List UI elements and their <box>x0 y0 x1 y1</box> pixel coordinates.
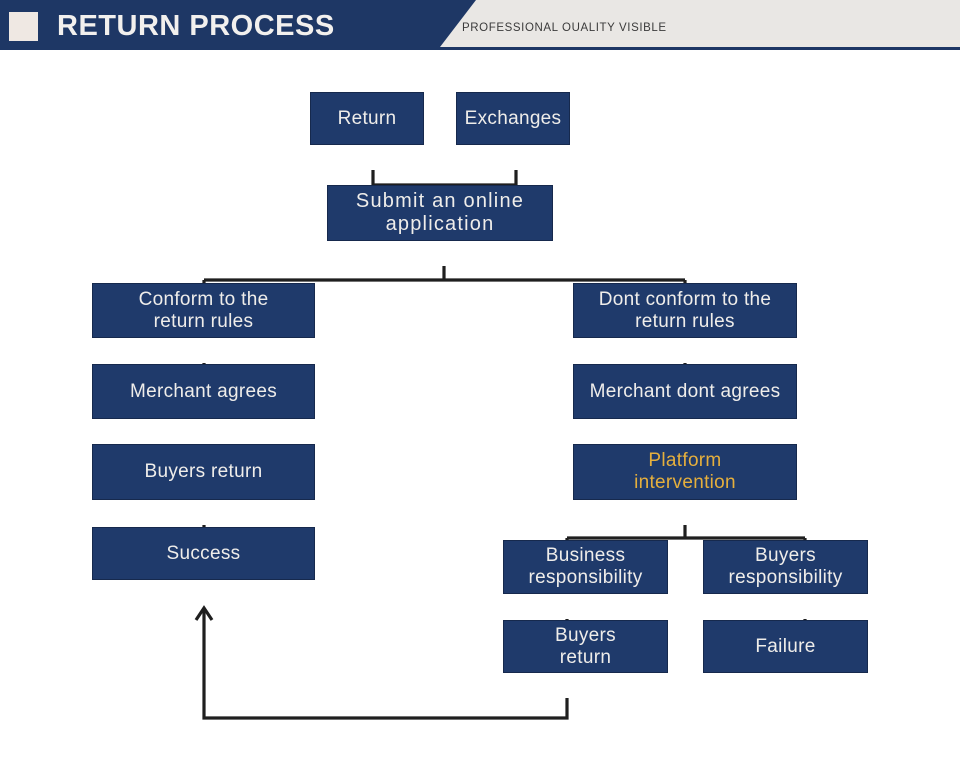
flow-node-label: Buyers return <box>144 461 263 482</box>
flow-node-exchanges: Exchanges <box>456 92 570 145</box>
flow-node-failure: Failure <box>703 620 868 673</box>
flow-node-label: Buyers <box>755 545 816 566</box>
flow-node-label: Success <box>166 542 241 564</box>
flow-node-buyers-return-left: Buyers return <box>92 444 315 500</box>
flow-node-success: Success <box>92 527 315 580</box>
flow-node-label: responsibility <box>728 567 843 588</box>
ribbon-tagline: PROFESSIONAL OUALITY VISIBLE <box>462 22 667 34</box>
flow-node-label: Return <box>337 107 397 129</box>
header-ribbon: PROFESSIONAL OUALITY VISIBLE <box>440 0 960 47</box>
flow-node-label: Submit an online <box>355 190 525 212</box>
flow-node-label: Conform to the <box>138 288 269 310</box>
header-square-decoration <box>9 12 38 41</box>
slide-header: RETURN PROCESS PROFESSIONAL OUALITY VISI… <box>0 0 960 50</box>
flow-node-label: return rules <box>153 310 254 332</box>
flow-node-label: Platform <box>648 450 722 471</box>
slide: RETURN PROCESS PROFESSIONAL OUALITY VISI… <box>0 0 960 720</box>
flow-node-label: Business <box>545 545 626 566</box>
flow-node-merchant-dont-agrees: Merchant dont agrees <box>573 364 797 419</box>
flow-node-label: responsibility <box>528 567 643 588</box>
flow-node-label: Merchant agrees <box>129 380 278 402</box>
flow-node-merchant-agrees: Merchant agrees <box>92 364 315 419</box>
flow-node-label: Dont conform to the <box>598 288 772 310</box>
flow-node-label: Merchant dont agrees <box>589 380 781 402</box>
flow-node-label: Exchanges <box>464 107 562 129</box>
flow-node-label: Buyers <box>555 624 616 646</box>
flow-node-label: return <box>559 646 612 668</box>
flow-node-label: Failure <box>755 635 816 657</box>
flow-node-label: return rules <box>635 310 735 332</box>
flow-node-label: intervention <box>634 472 736 493</box>
flow-node-return: Return <box>310 92 424 145</box>
page-title: RETURN PROCESS <box>57 10 335 42</box>
arrowhead-up-icon <box>194 605 214 621</box>
connector <box>371 170 518 187</box>
flow-node-label: application <box>385 213 495 235</box>
